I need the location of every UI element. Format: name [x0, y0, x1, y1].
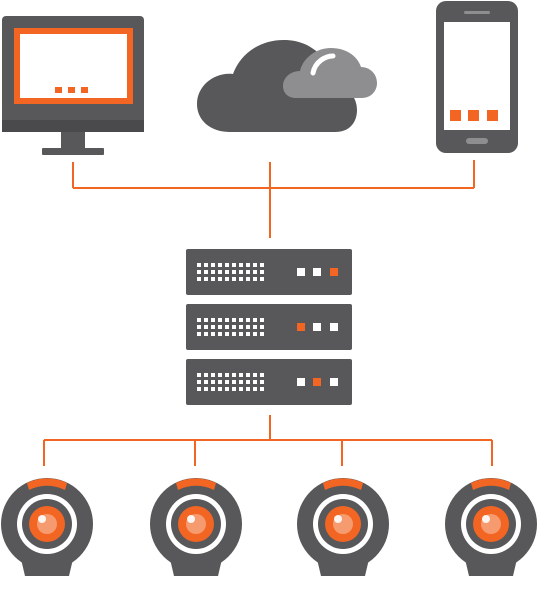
server-unit-1	[186, 249, 352, 295]
phone-dot-2	[468, 110, 479, 121]
phone-home-button	[466, 138, 488, 144]
cloud-icon	[197, 40, 377, 132]
bottom-connectors	[43, 415, 493, 466]
cloud-highlight	[310, 53, 336, 76]
top-connectors	[72, 160, 475, 238]
monitor-dot-1	[55, 87, 62, 93]
webcam-icon	[150, 478, 242, 576]
monitor-dot-2	[68, 87, 75, 93]
phone-dot-3	[487, 110, 498, 121]
monitor-icon	[2, 16, 144, 155]
smartphone-icon	[436, 1, 518, 153]
server-unit-3	[186, 359, 352, 405]
webcam-icon	[1, 478, 93, 576]
phone-dot-1	[450, 110, 461, 121]
server-rack-icon	[186, 249, 352, 405]
phone-speaker	[464, 11, 490, 14]
small-cloud	[283, 48, 377, 98]
monitor-dot-3	[81, 87, 88, 93]
webcam-icon	[297, 478, 389, 576]
webcam-icon	[445, 478, 537, 576]
monitor-neck	[61, 132, 85, 148]
monitor-base	[42, 148, 104, 155]
server-unit-2	[186, 304, 352, 350]
